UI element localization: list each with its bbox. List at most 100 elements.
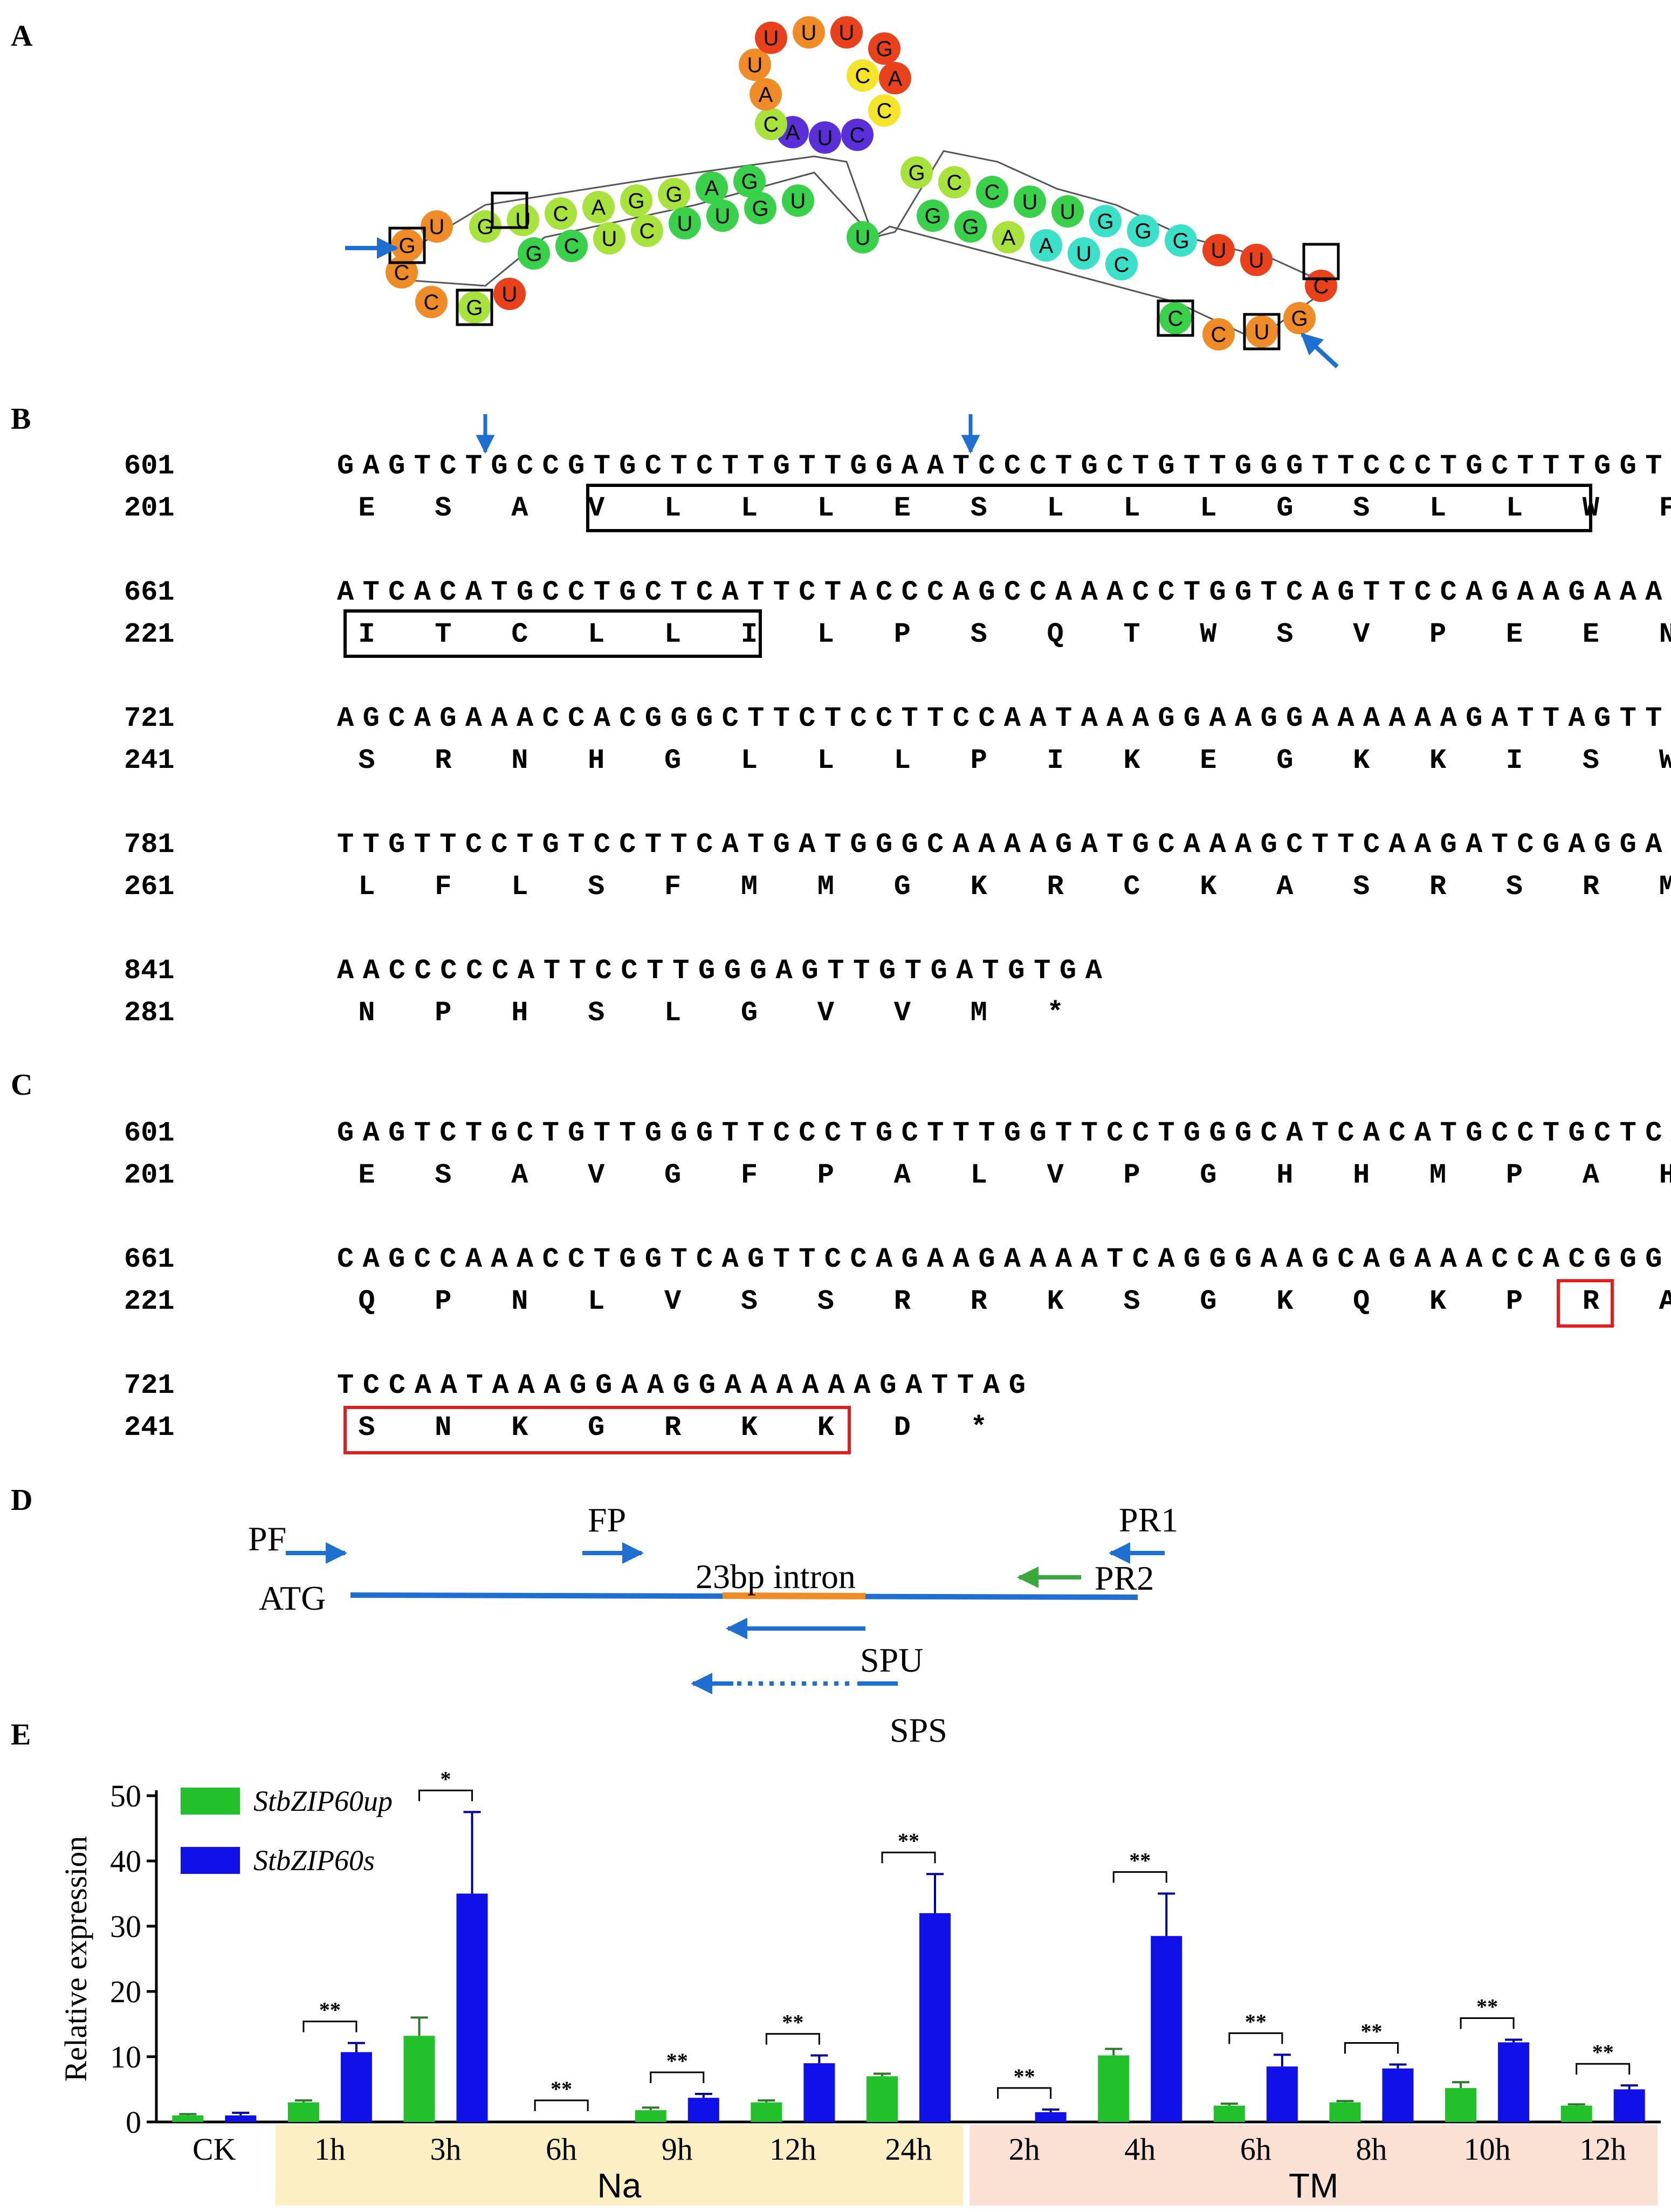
svg-text:G: G: [525, 242, 542, 266]
y-tick-label: 30: [110, 1909, 141, 1944]
x-tick-label: 2h: [1009, 2132, 1040, 2167]
bar-StbZIP60s: [803, 2063, 835, 2122]
amino-acid: M: [971, 997, 987, 1029]
amino-acid: V: [817, 997, 835, 1029]
svg-text:C: C: [1114, 253, 1130, 277]
amino-acid: H: [588, 745, 604, 777]
rna-box-2: [456, 288, 493, 326]
rna-right-bottom-nucleotide: C: [1159, 302, 1192, 334]
nt-sequence: TTGTTCCTGTCCTTCATGATGGGCAAAAGATGCAAAGCTT…: [337, 829, 1671, 861]
significance-marker: **: [898, 1829, 919, 1853]
amino-acid: S: [741, 1286, 758, 1317]
svg-text:U: U: [764, 26, 779, 50]
bar-StbZIP60s: [456, 1893, 488, 2122]
amino-acid: S: [1276, 619, 1293, 650]
amino-acid: S: [1353, 492, 1370, 524]
amino-acid: K: [1353, 745, 1370, 777]
svg-text:G: G: [962, 215, 979, 239]
amino-acid: V: [1353, 619, 1370, 650]
amino-acid: F: [435, 871, 451, 903]
amino-acid: V: [894, 997, 911, 1029]
amino-acid: S: [358, 745, 375, 777]
significance-marker: **: [1476, 1995, 1498, 2019]
amino-acid: M: [817, 871, 834, 903]
amino-acid: A: [1659, 1286, 1671, 1317]
amino-acid: S: [1353, 871, 1370, 903]
bar-StbZIP60s: [1382, 2068, 1414, 2122]
amino-acid: A: [511, 492, 528, 524]
amino-acid: K: [971, 871, 988, 903]
svg-text:U: U: [429, 215, 445, 239]
amino-acid: I: [1047, 745, 1063, 777]
x-tick-label: 9h: [662, 2132, 693, 2167]
amino-acid: A: [1583, 1159, 1600, 1191]
amino-acid: S: [817, 1286, 834, 1317]
significance-bracket: [534, 2099, 589, 2111]
amino-acid: F: [741, 1159, 758, 1191]
amino-acid: P: [1429, 619, 1446, 650]
amino-acid: W: [1200, 619, 1217, 650]
svg-text:U: U: [790, 189, 806, 213]
amino-acid: A: [511, 1159, 528, 1191]
significance-bracket: [997, 2087, 1052, 2099]
significance-bracket: [650, 2071, 705, 2083]
amino-acid: N: [511, 745, 528, 777]
rna-left-top-nucleotide: U: [507, 204, 539, 236]
rna-right-top-nucleotide: U: [1051, 195, 1084, 228]
significance-bracket: [881, 1851, 936, 1864]
rna-box-5: [1243, 313, 1281, 351]
amino-acid: L: [664, 997, 681, 1029]
rna-left-top-nucleotide: G: [620, 184, 652, 217]
amino-acid: K: [1429, 1286, 1447, 1317]
nt-sequence: GAGTCTGCCGTGCTCTTGTTGGAATCCCTGCTGTTGGGTT…: [337, 450, 1671, 482]
amino-acid: R: [894, 1286, 911, 1317]
y-tick-label: 0: [126, 2105, 141, 2140]
svg-text:G: G: [1097, 210, 1113, 233]
x-tick-label: CK: [192, 2132, 236, 2167]
significance-bracket: [418, 1789, 473, 1802]
svg-text:A: A: [786, 121, 800, 145]
rna-right-top-nucleotide: G: [900, 156, 933, 189]
rna-right-bottom-nucleotide: G: [917, 200, 949, 232]
nt-number: 721: [124, 1370, 175, 1402]
rna-center-nucleotide: U: [847, 221, 879, 253]
amino-acid: L: [358, 871, 375, 903]
amino-acid: V: [588, 492, 605, 524]
label-pr1: PR1: [1119, 1501, 1178, 1539]
rna-right-top-nucleotide: C: [976, 176, 1008, 208]
svg-text:U: U: [839, 21, 855, 45]
amino-acid: E: [358, 1159, 375, 1191]
nt-number: 721: [124, 703, 175, 734]
svg-text:A: A: [592, 196, 606, 219]
group-label-TM: TM: [1289, 2166, 1338, 2205]
svg-text:G: G: [752, 197, 768, 221]
amino-acid: P: [894, 619, 911, 650]
aa-number: 201: [124, 492, 175, 524]
rna-hinge-nucleotide: G: [868, 32, 900, 65]
svg-text:C: C: [424, 291, 439, 314]
label-fp: FP: [588, 1501, 626, 1539]
amino-acid: L: [971, 1159, 987, 1191]
bar-StbZIP60s: [1498, 2042, 1530, 2122]
amino-acid: V: [588, 1159, 605, 1191]
rna-hinge-nucleotide: U: [755, 22, 787, 54]
svg-text:U: U: [1060, 200, 1076, 224]
nt-sequence: ATCACATGCCTGCTCATTCTACCCAGCCAAACCTGGTCAG…: [337, 576, 1671, 608]
y-tick-label: 40: [110, 1844, 141, 1879]
amino-acid: G: [588, 1412, 604, 1444]
amino-acid: Q: [1047, 619, 1063, 650]
bar-StbZIP60up: [867, 2076, 898, 2122]
x-tick-label: 12h: [1579, 2132, 1626, 2167]
rna-right-bottom-nucleotide: A: [1030, 229, 1062, 262]
rna-right-top-nucleotide: C: [938, 166, 971, 198]
amino-acid: C: [1123, 871, 1140, 903]
amino-acid: Q: [1353, 1286, 1370, 1317]
amino-acid: N: [358, 997, 375, 1029]
significance-marker: **: [1014, 2064, 1035, 2089]
amino-acid: N: [1659, 619, 1671, 650]
svg-text:A: A: [1001, 226, 1016, 250]
amino-acid: G: [664, 745, 681, 777]
significance-marker: **: [1245, 2009, 1267, 2034]
bar-StbZIP60up: [403, 2036, 435, 2122]
